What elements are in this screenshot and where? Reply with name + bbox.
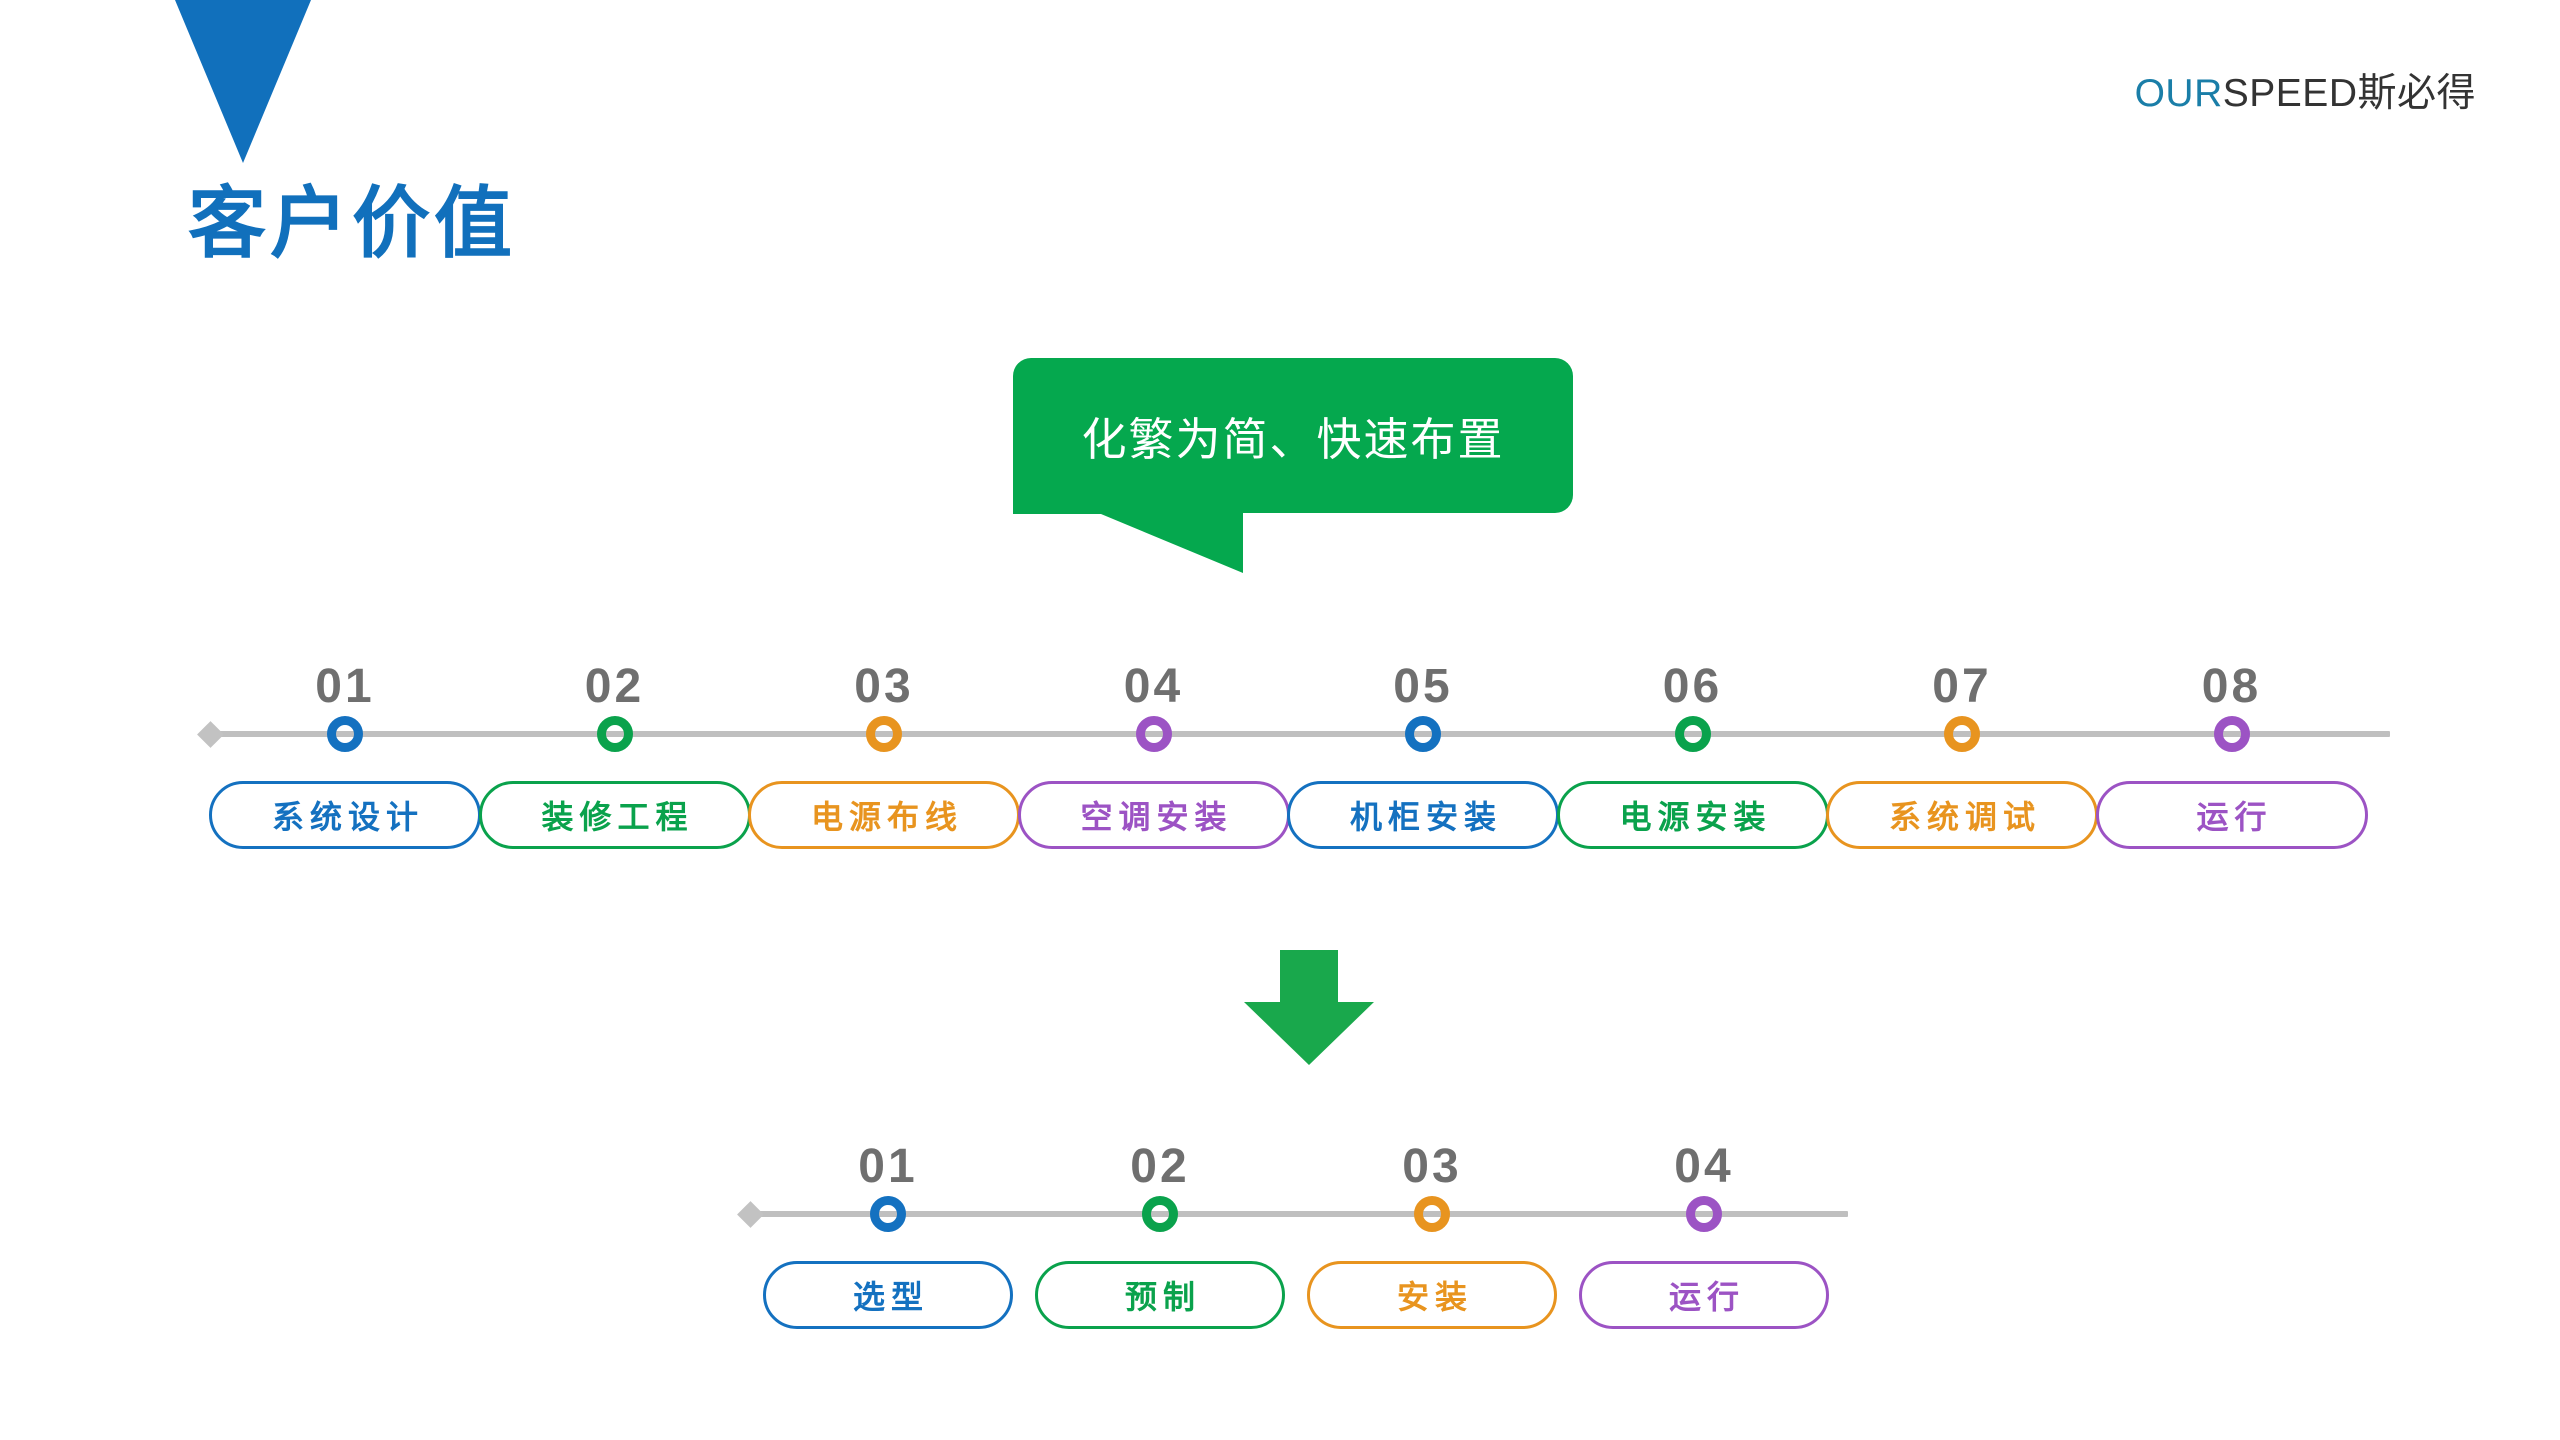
timeline-step-dot[interactable] bbox=[1414, 1196, 1450, 1232]
timeline-step-number: 02 bbox=[584, 660, 645, 713]
callout-bubble: 化繁为简、快速布置 bbox=[1013, 358, 1573, 573]
timeline-step-label: 电源安装 bbox=[1619, 799, 1772, 835]
timeline-step-pill[interactable]: 电源布线 bbox=[748, 781, 1020, 849]
timeline-step-number: 04 bbox=[1674, 1140, 1734, 1193]
timeline-step-label: 系统调试 bbox=[1888, 799, 2041, 835]
timeline-step-pill[interactable]: 预制 bbox=[1035, 1261, 1285, 1329]
page-title: 客户价值 bbox=[188, 179, 517, 267]
timeline-step-label: 预制 bbox=[1124, 1279, 1201, 1315]
timeline-axis bbox=[205, 731, 2390, 737]
timeline-step-dot[interactable] bbox=[870, 1196, 906, 1232]
timeline-step-number: 01 bbox=[315, 660, 375, 713]
timeline-step-pill[interactable]: 机柜安装 bbox=[1287, 781, 1559, 849]
timeline-start-marker bbox=[197, 720, 224, 748]
timeline-step-pill[interactable]: 系统调试 bbox=[1826, 781, 2098, 849]
brand-logo: OURSPEED斯必得 bbox=[2135, 62, 2476, 118]
timeline-step-label: 空调安装 bbox=[1080, 799, 1233, 835]
timeline-step-pill[interactable]: 装修工程 bbox=[478, 781, 751, 849]
timeline-step-dot[interactable] bbox=[596, 716, 633, 752]
timeline-step-dot[interactable] bbox=[327, 716, 363, 752]
callout-bubble-tail bbox=[1013, 478, 1243, 573]
decorative-triangle bbox=[175, 0, 311, 163]
timeline-start-marker bbox=[737, 1200, 764, 1228]
timeline-axis bbox=[745, 1211, 1848, 1217]
timeline-step-label: 机柜安装 bbox=[1349, 799, 1502, 835]
timeline-step-label: 选型 bbox=[852, 1279, 929, 1315]
logo-brand: SPEED bbox=[2222, 72, 2358, 115]
timeline-step-pill[interactable]: 空调安装 bbox=[1017, 781, 1290, 849]
timeline-step-pill[interactable]: 安装 bbox=[1307, 1261, 1557, 1329]
timeline-step-label: 电源布线 bbox=[810, 799, 963, 835]
callout-text: 化繁为简、快速布置 bbox=[1081, 414, 1505, 465]
timeline-step-number: 05 bbox=[1393, 660, 1453, 713]
logo-chinese-name: 斯必得 bbox=[2357, 72, 2476, 115]
timeline-step-label: 系统设计 bbox=[271, 799, 424, 835]
timeline-step-dot[interactable] bbox=[1142, 1196, 1178, 1232]
timeline-step-dot[interactable] bbox=[1674, 716, 1711, 752]
timeline-step-number: 06 bbox=[1662, 660, 1723, 713]
timeline-step-dot[interactable] bbox=[1405, 716, 1441, 752]
timeline-step-pill[interactable]: 电源安装 bbox=[1556, 781, 1829, 849]
timeline-step-number: 03 bbox=[854, 660, 914, 713]
timeline-step-dot[interactable] bbox=[866, 716, 902, 752]
timeline-step-number: 02 bbox=[1130, 1140, 1190, 1193]
timeline-step-number: 04 bbox=[1123, 660, 1184, 713]
timeline-step-number: 01 bbox=[858, 1140, 918, 1193]
timeline-step-label: 装修工程 bbox=[541, 799, 694, 835]
timeline-step-number: 07 bbox=[1932, 660, 1992, 713]
timeline-step-dot[interactable] bbox=[1686, 1196, 1722, 1232]
timeline-step-number: 08 bbox=[2201, 660, 2262, 713]
timeline-step-pill[interactable]: 系统设计 bbox=[209, 781, 481, 849]
timeline-step-label: 运行 bbox=[1668, 1279, 1745, 1315]
timeline-step-pill[interactable]: 运行 bbox=[1579, 1261, 1829, 1329]
timeline-step-pill[interactable]: 运行 bbox=[2095, 781, 2368, 849]
down-arrow-icon bbox=[1244, 950, 1374, 1065]
timeline-step-label: 安装 bbox=[1396, 1279, 1473, 1315]
timeline-step-dot[interactable] bbox=[1135, 716, 1172, 752]
logo-prefix: OUR bbox=[2134, 72, 2223, 115]
timeline-step-dot[interactable] bbox=[2213, 716, 2250, 752]
timeline-step-number: 03 bbox=[1402, 1140, 1462, 1193]
timeline-step-pill[interactable]: 选型 bbox=[763, 1261, 1013, 1329]
timeline-step-dot[interactable] bbox=[1944, 716, 1980, 752]
timeline-step-label: 运行 bbox=[2196, 799, 2273, 835]
